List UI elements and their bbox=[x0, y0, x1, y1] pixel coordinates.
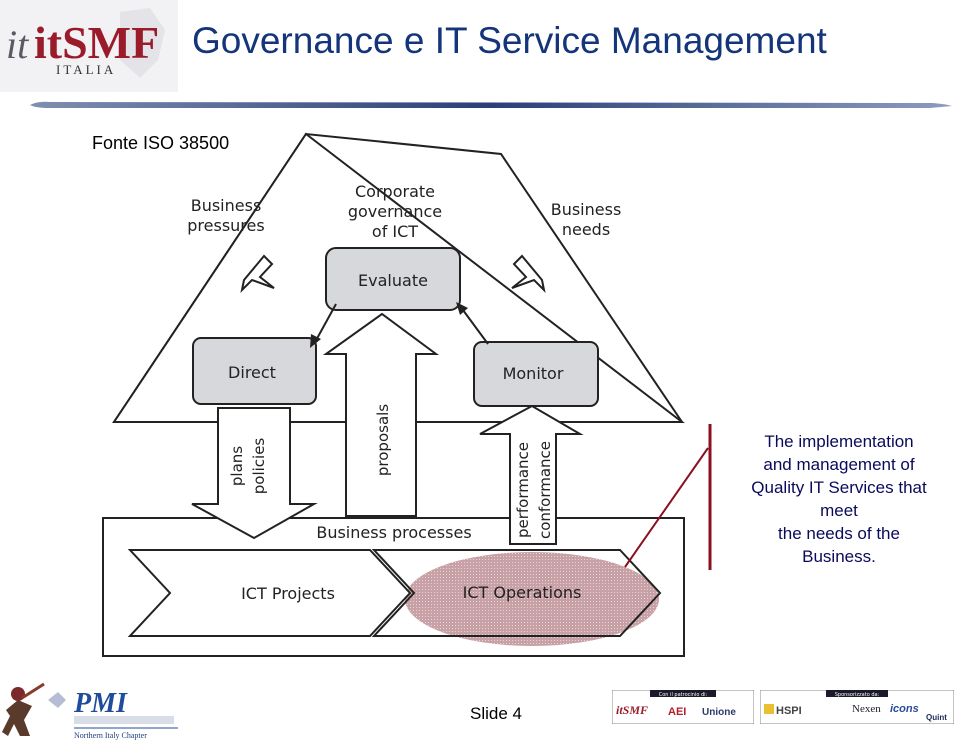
patronage-logos: Con il patrocinio di: itSMF AEI Unione bbox=[612, 690, 754, 724]
page-title: Governance e IT Service Management bbox=[192, 20, 827, 61]
svg-text:Quint: Quint bbox=[926, 713, 947, 722]
callout-line: and management of bbox=[763, 455, 915, 474]
slide-number: Slide 4 bbox=[470, 704, 522, 723]
svg-text:PMI: PMI bbox=[73, 688, 128, 719]
logo-smf: itSMF bbox=[34, 17, 159, 68]
direct-box bbox=[192, 337, 317, 405]
business-pressures-arrow bbox=[240, 254, 275, 294]
plans-policies-arrow bbox=[191, 407, 318, 540]
svg-text:Northern Italy Chapter: Northern Italy Chapter bbox=[74, 731, 147, 740]
ict-operations-highlight bbox=[405, 552, 659, 646]
person-icon bbox=[2, 682, 45, 736]
proposals-label: proposals bbox=[374, 404, 392, 476]
evaluate-box bbox=[325, 247, 461, 311]
callout-line: Business. bbox=[802, 547, 876, 566]
ict-projects-chevron bbox=[127, 549, 412, 637]
callout-line: The implementation bbox=[764, 432, 914, 451]
svg-text:Con il patrocinio di:: Con il patrocinio di: bbox=[659, 692, 708, 698]
callout-line: the needs of the bbox=[778, 524, 900, 543]
callout-line: meet bbox=[820, 501, 858, 520]
callout-text: The implementation and management of Qua… bbox=[718, 430, 960, 568]
svg-text:itSMF: itSMF bbox=[616, 703, 648, 717]
performance-conformance-arrow bbox=[479, 404, 584, 545]
svg-text:Nexen: Nexen bbox=[852, 703, 881, 715]
direct-label: Direct bbox=[228, 363, 276, 382]
business-processes-label: Business processes bbox=[316, 523, 471, 542]
svg-text:Unione: Unione bbox=[702, 707, 736, 718]
monitor-label: Monitor bbox=[503, 364, 564, 383]
svg-text:icons: icons bbox=[890, 703, 919, 715]
svg-text:AEI: AEI bbox=[668, 706, 686, 718]
monitor-box bbox=[473, 341, 599, 407]
callout-line: Quality IT Services that bbox=[751, 478, 927, 497]
itsmf-italia-logo: it itSMF ITALIA bbox=[0, 0, 178, 92]
svg-text:Sponsorizzato da:: Sponsorizzato da: bbox=[835, 692, 880, 698]
svg-text:HSPI: HSPI bbox=[776, 705, 802, 717]
sponsor-logos: Sponsorizzato da: HSPI Nexen icons Quint bbox=[760, 690, 954, 724]
ict-operations-label: ICT Operations bbox=[463, 583, 582, 602]
logo-it: it bbox=[6, 22, 29, 67]
business-needs-arrow bbox=[511, 254, 546, 294]
pmi-logo: PMI Northern Italy Chapter bbox=[2, 682, 178, 740]
logo-italia: ITALIA bbox=[56, 62, 116, 77]
evaluate-label: Evaluate bbox=[358, 271, 428, 290]
source-label: Fonte ISO 38500 bbox=[92, 133, 230, 153]
ict-operations-chevron bbox=[371, 549, 662, 637]
ict-projects-label: ICT Projects bbox=[241, 584, 335, 603]
header-rule bbox=[30, 101, 952, 108]
proposals-arrow bbox=[322, 312, 440, 517]
